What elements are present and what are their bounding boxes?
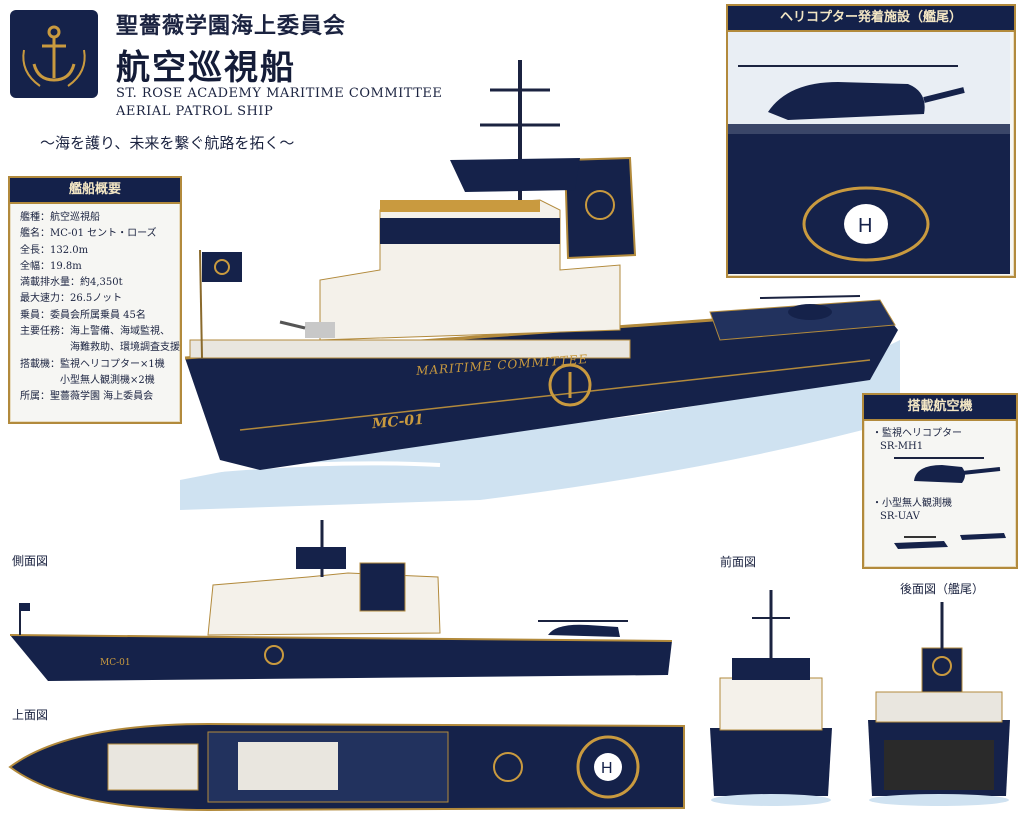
drone-icon xyxy=(894,533,1006,549)
side-hull-number: MC-01 xyxy=(100,658,131,668)
spec-row: 全長：132.0m xyxy=(20,244,89,256)
spec-list: 艦種：航空巡視船 艦名：MC-01 セント・ローズ 全長：132.0m 全幅：1… xyxy=(10,210,180,406)
spec-row: 搭載機：監視ヘリコプター×1機 xyxy=(20,358,165,370)
side-view-label: 側面図 xyxy=(12,554,49,568)
helipad-illustration: H xyxy=(728,32,1010,274)
rear-view-illustration xyxy=(864,600,1014,810)
spec-row: 海難救助、環境調査支援 xyxy=(20,342,180,354)
spec-row: 所属：聖薔薇学園 海上委員会 xyxy=(20,391,154,403)
spec-row: 小型無人観測機×2機 xyxy=(20,374,155,386)
aircraft-panel-title: 搭載航空機 xyxy=(864,395,1016,421)
slogan: 〜海を護り、未来を繋ぐ航路を拓く〜 xyxy=(40,134,295,152)
spec-row: 全幅：19.8m xyxy=(20,260,82,272)
helipad-panel: ヘリコプター発着施設（艦尾） H xyxy=(726,4,1016,278)
spec-row: 主要任務：海上警備、海域監視、 xyxy=(20,326,170,338)
spec-row: 満載排水量：約4,350t xyxy=(20,277,123,289)
top-view-label: 上面図 xyxy=(12,708,49,722)
aircraft-item-code: SR-MH1 xyxy=(880,441,924,452)
english-title-line1: ST. ROSE ACADEMY MARITIME COMMITTEE xyxy=(116,86,443,101)
top-view-illustration: H xyxy=(8,722,688,812)
helipad-panel-title: ヘリコプター発着施設（艦尾） xyxy=(728,6,1014,32)
aircraft-item-label: ・監視ヘリコプター xyxy=(872,428,962,439)
main-ship-illustration xyxy=(180,40,900,510)
ship-type-title: 航空巡視船 xyxy=(116,48,296,88)
svg-text:H: H xyxy=(858,215,872,237)
aircraft-item-code: SR-UAV xyxy=(880,511,920,522)
front-view-label: 前面図 xyxy=(720,555,757,569)
english-title-line2: AERIAL PATROL SHIP xyxy=(116,104,274,119)
spec-row: 乗員：委員会所属乗員 45名 xyxy=(20,309,146,321)
org-title: 聖薔薇学園海上委員会 xyxy=(116,13,347,39)
front-view-illustration xyxy=(706,588,836,810)
spec-row: 最大速力：26.5ノット xyxy=(20,293,123,305)
aircraft-item-label: ・小型無人観測機 xyxy=(872,498,952,509)
helicopter-icon xyxy=(894,457,1001,483)
anchor-logo xyxy=(10,10,98,98)
spec-panel-title: 艦船概要 xyxy=(10,178,180,204)
side-view-illustration xyxy=(8,515,680,690)
spec-row: 艦名：MC-01 セント・ローズ xyxy=(20,228,157,240)
svg-text:H: H xyxy=(601,760,613,777)
rear-view-label: 後面図（艦尾） xyxy=(900,582,985,596)
aircraft-panel: 搭載航空機 ・監視ヘリコプター SR-MH1 ・小型無人観測機 SR-UAV xyxy=(862,393,1018,569)
spec-panel: 艦船概要 艦種：航空巡視船 艦名：MC-01 セント・ローズ 全長：132.0m… xyxy=(8,176,182,424)
spec-row: 艦種：航空巡視船 xyxy=(20,212,100,223)
